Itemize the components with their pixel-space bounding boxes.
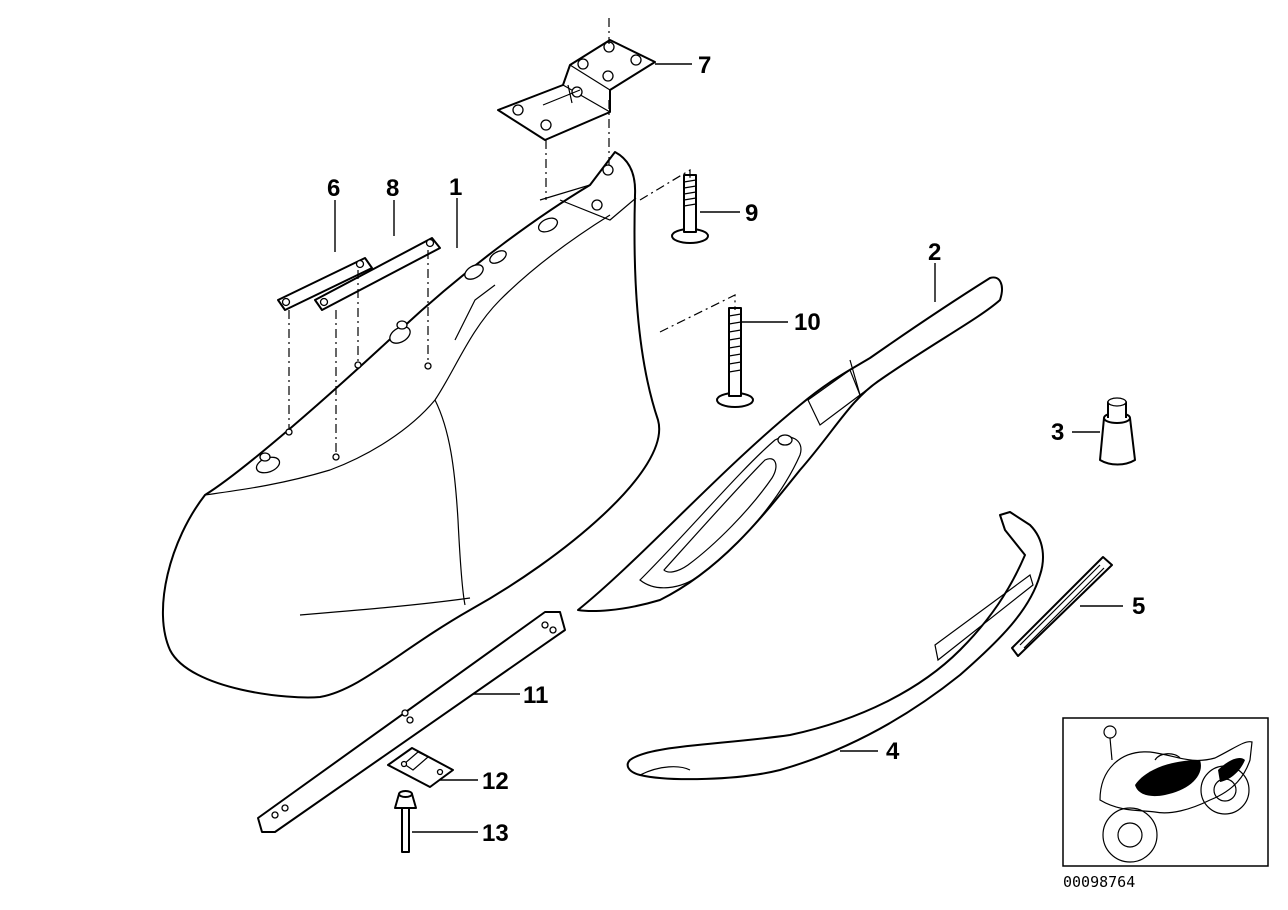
callout-4: 4: [886, 738, 900, 765]
callout-6: 6: [327, 175, 340, 202]
part-7-bracket: [497, 39, 656, 141]
reference-number: 00098764: [1063, 873, 1135, 891]
callout-5: 5: [1132, 593, 1145, 620]
part-5-reflector: [1011, 556, 1113, 657]
callout-12: 12: [482, 768, 509, 795]
callout-2: 2: [928, 239, 941, 266]
callout-13: 13: [482, 820, 509, 847]
callout-3: 3: [1051, 419, 1064, 446]
part-11-long-strip: [257, 611, 566, 833]
part-9-bolt: [671, 174, 709, 244]
part-4-lower-trim: [626, 511, 1044, 781]
callout-1: 1: [449, 174, 462, 201]
part-1-side-panel: [161, 151, 661, 699]
part-3-grommet: [1099, 397, 1136, 466]
leader-lines: [334, 63, 1123, 833]
part-10-bolt: [716, 307, 754, 408]
callout-11: 11: [523, 682, 548, 709]
callout-8: 8: [386, 175, 399, 202]
part-13-rivet: [394, 790, 417, 853]
part-2-side-trim: [577, 276, 1003, 612]
callout-7: 7: [698, 52, 711, 79]
callout-labels: 1 2 3 4 5 6 7 8 9 10 11 12 13: [327, 52, 1145, 847]
assembly-lines: [288, 18, 736, 455]
callout-9: 9: [745, 200, 758, 227]
callout-10: 10: [794, 309, 821, 336]
part-12-plate: [387, 747, 454, 788]
motorcycle-thumbnail: [1062, 717, 1269, 867]
part-6-strip: [277, 257, 373, 311]
part-8-strip: [314, 237, 441, 311]
